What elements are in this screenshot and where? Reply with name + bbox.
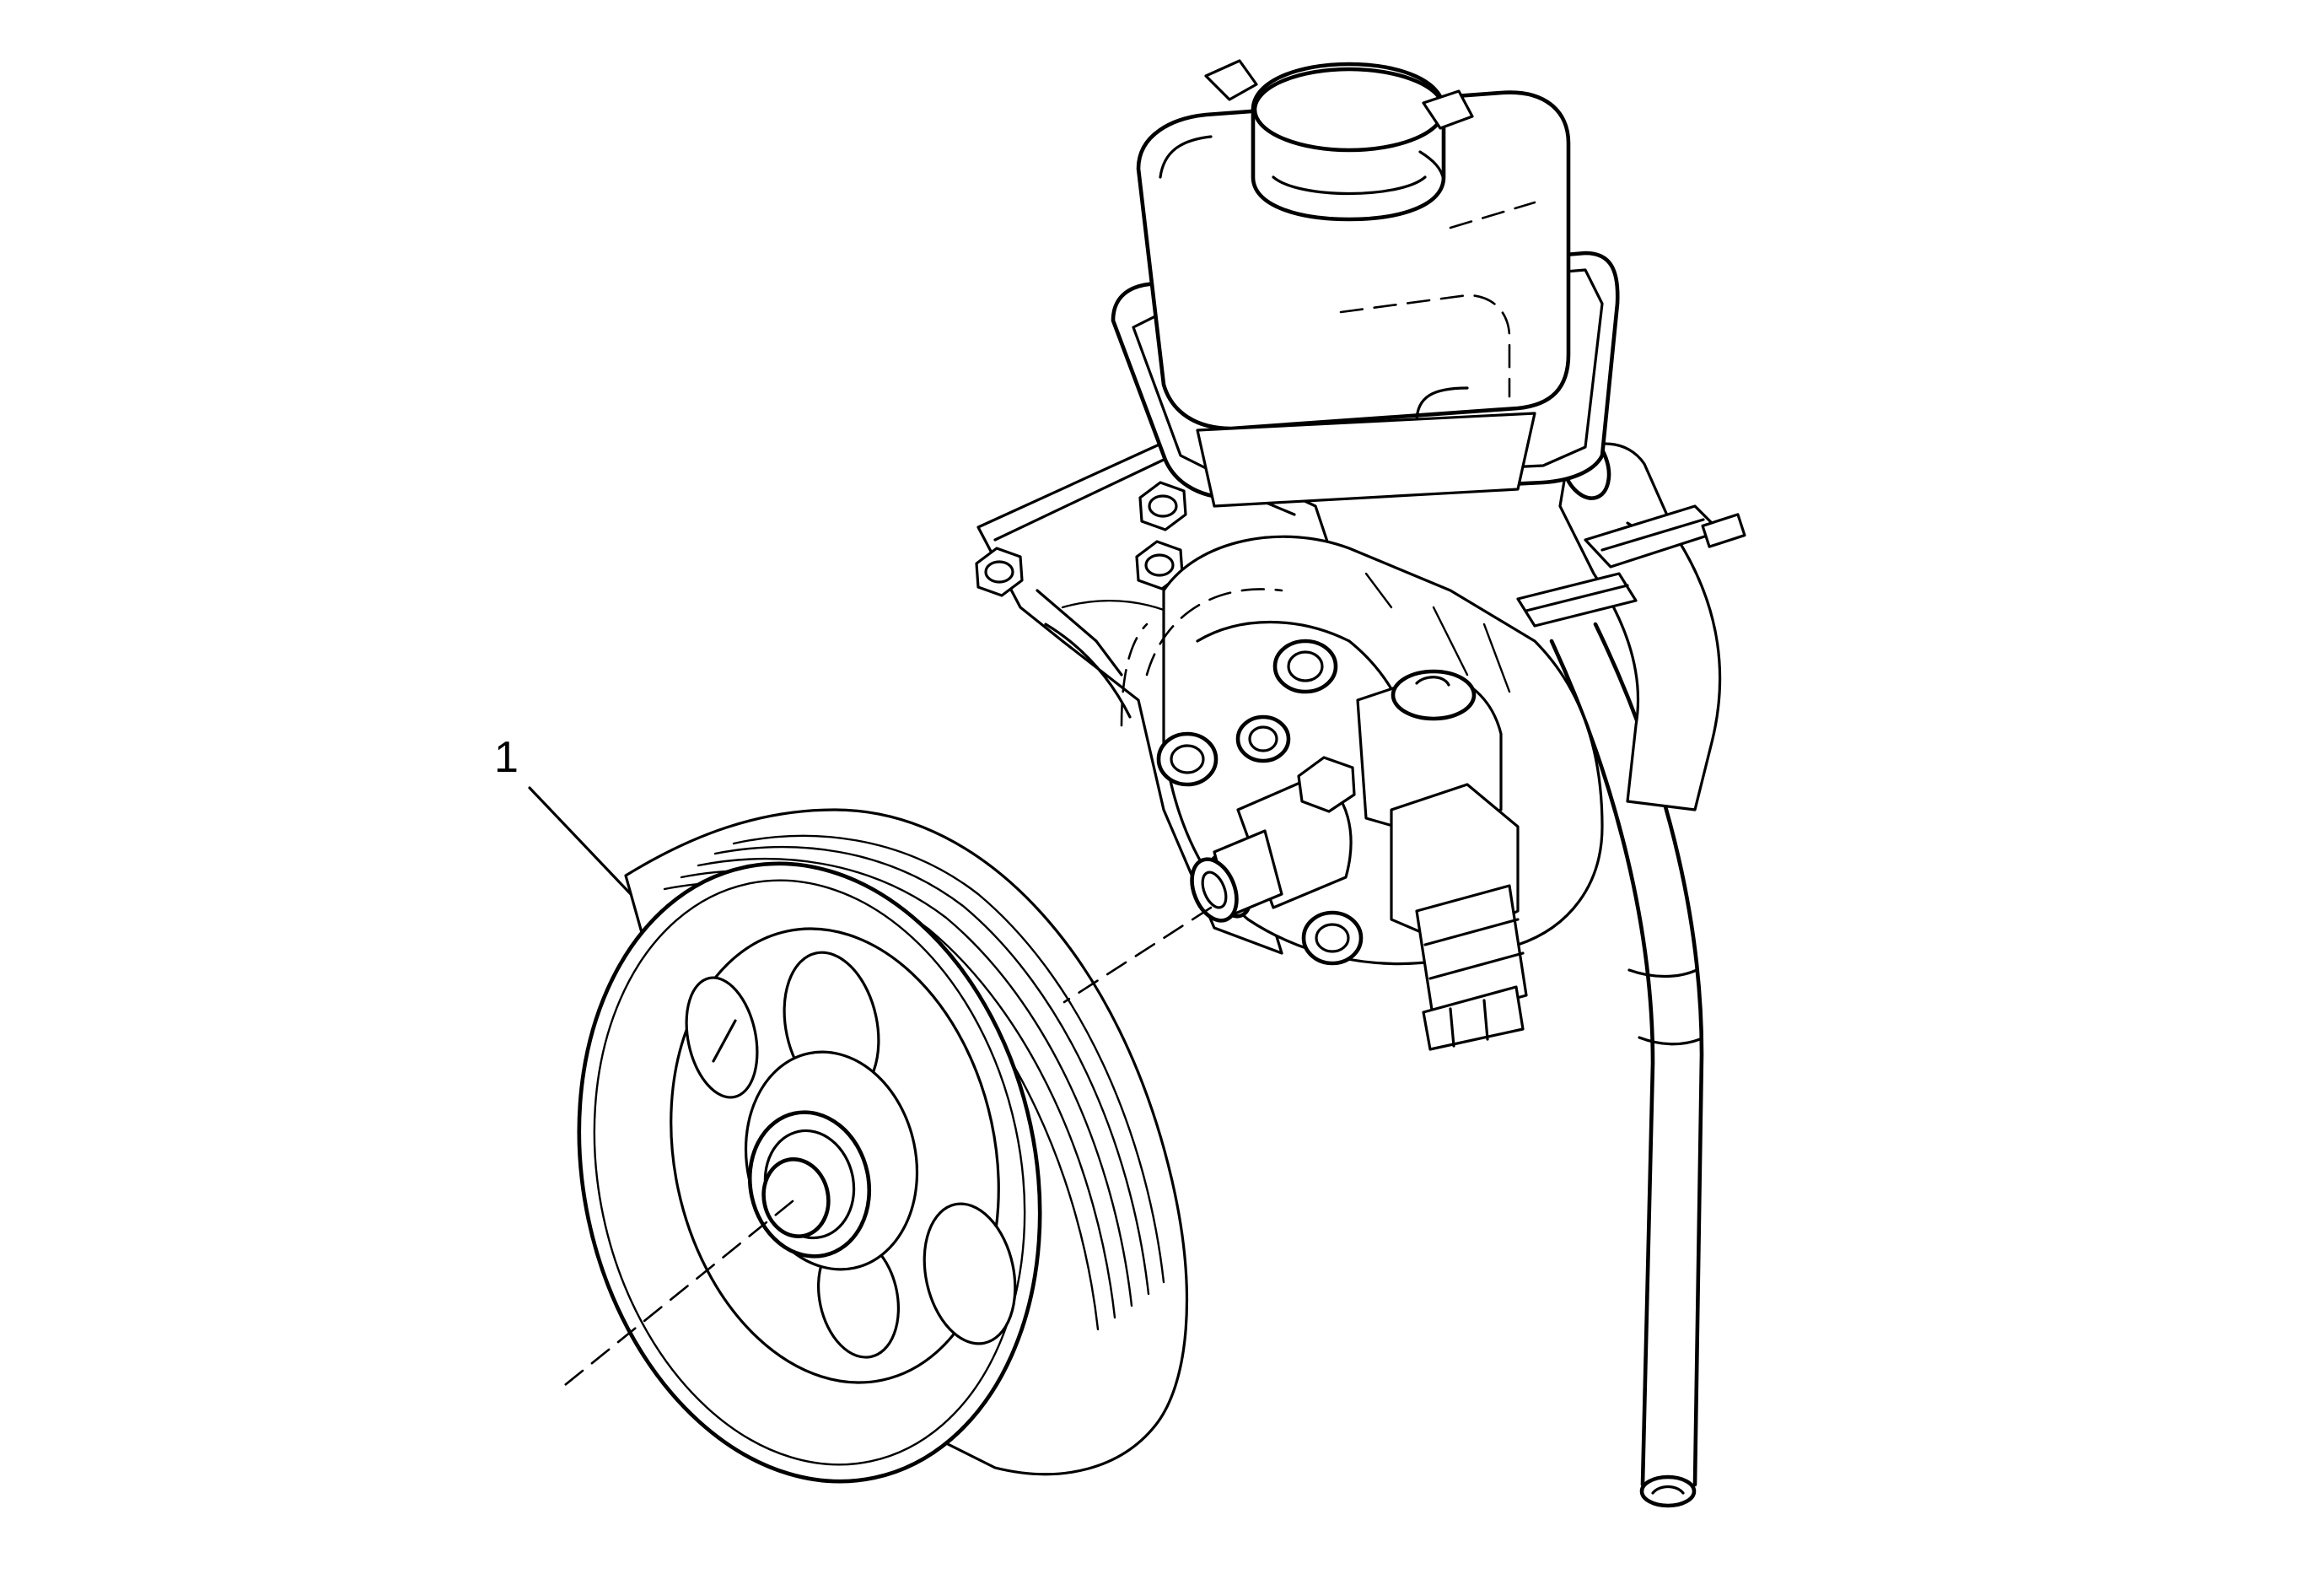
callout-label-1: 1: [494, 733, 519, 782]
hose-clamp: [1516, 572, 1638, 628]
callout-1-leader: [528, 786, 632, 896]
pulley: [577, 808, 1189, 1484]
body-bolt: [1272, 639, 1338, 694]
bracket-bolt: [975, 547, 1024, 597]
installation-centerline: [555, 1199, 794, 1393]
pulley-hole: [923, 1202, 1017, 1345]
pressure-fitting: [1297, 669, 1528, 1051]
fluid-reservoir: [1111, 59, 1620, 508]
hose-clamp: [1584, 504, 1746, 569]
pump-shaft: [1190, 774, 1353, 923]
body-bolt: [1156, 731, 1218, 787]
bracket-bolt: [1138, 481, 1187, 531]
reservoir-cap: [1204, 59, 1474, 222]
installation-centerline: [1062, 906, 1213, 1004]
pulley-hole: [685, 976, 759, 1099]
body-bolt: [1301, 910, 1364, 966]
body-bolt: [1235, 714, 1291, 763]
